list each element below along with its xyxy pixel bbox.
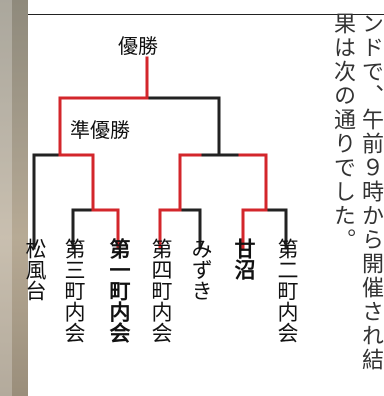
bracket-line bbox=[178, 208, 202, 250]
team-name: 松風台 bbox=[23, 238, 47, 301]
winner-path-line bbox=[58, 56, 149, 250]
winner-path-line bbox=[158, 153, 202, 250]
team-name: みずき bbox=[189, 238, 213, 301]
article-line: 果は次の通りでした。 bbox=[330, 12, 355, 252]
team-name: 甘沼 bbox=[232, 238, 256, 280]
team-name: 第四町内会 bbox=[149, 238, 173, 343]
bracket-line bbox=[145, 96, 221, 157]
bracket-line bbox=[32, 153, 62, 250]
team-name: 第一町内会 bbox=[107, 238, 131, 343]
article-text: ンドで、午前９時から開催され結 果は次の通りでした。 bbox=[310, 12, 384, 396]
bracket-line bbox=[264, 208, 288, 250]
team-name: 第三町内会 bbox=[62, 238, 86, 343]
article-line: ンドで、午前９時から開催され結 bbox=[358, 12, 383, 372]
page-top-rule bbox=[28, 14, 384, 15]
bracket-line bbox=[71, 208, 95, 250]
winner-path-line bbox=[238, 153, 268, 250]
team-name: 第二町内会 bbox=[275, 238, 299, 343]
winner-label: 優勝 bbox=[118, 34, 158, 58]
photo-strip bbox=[0, 0, 28, 396]
runner-up-label: 準優勝 bbox=[68, 118, 132, 142]
